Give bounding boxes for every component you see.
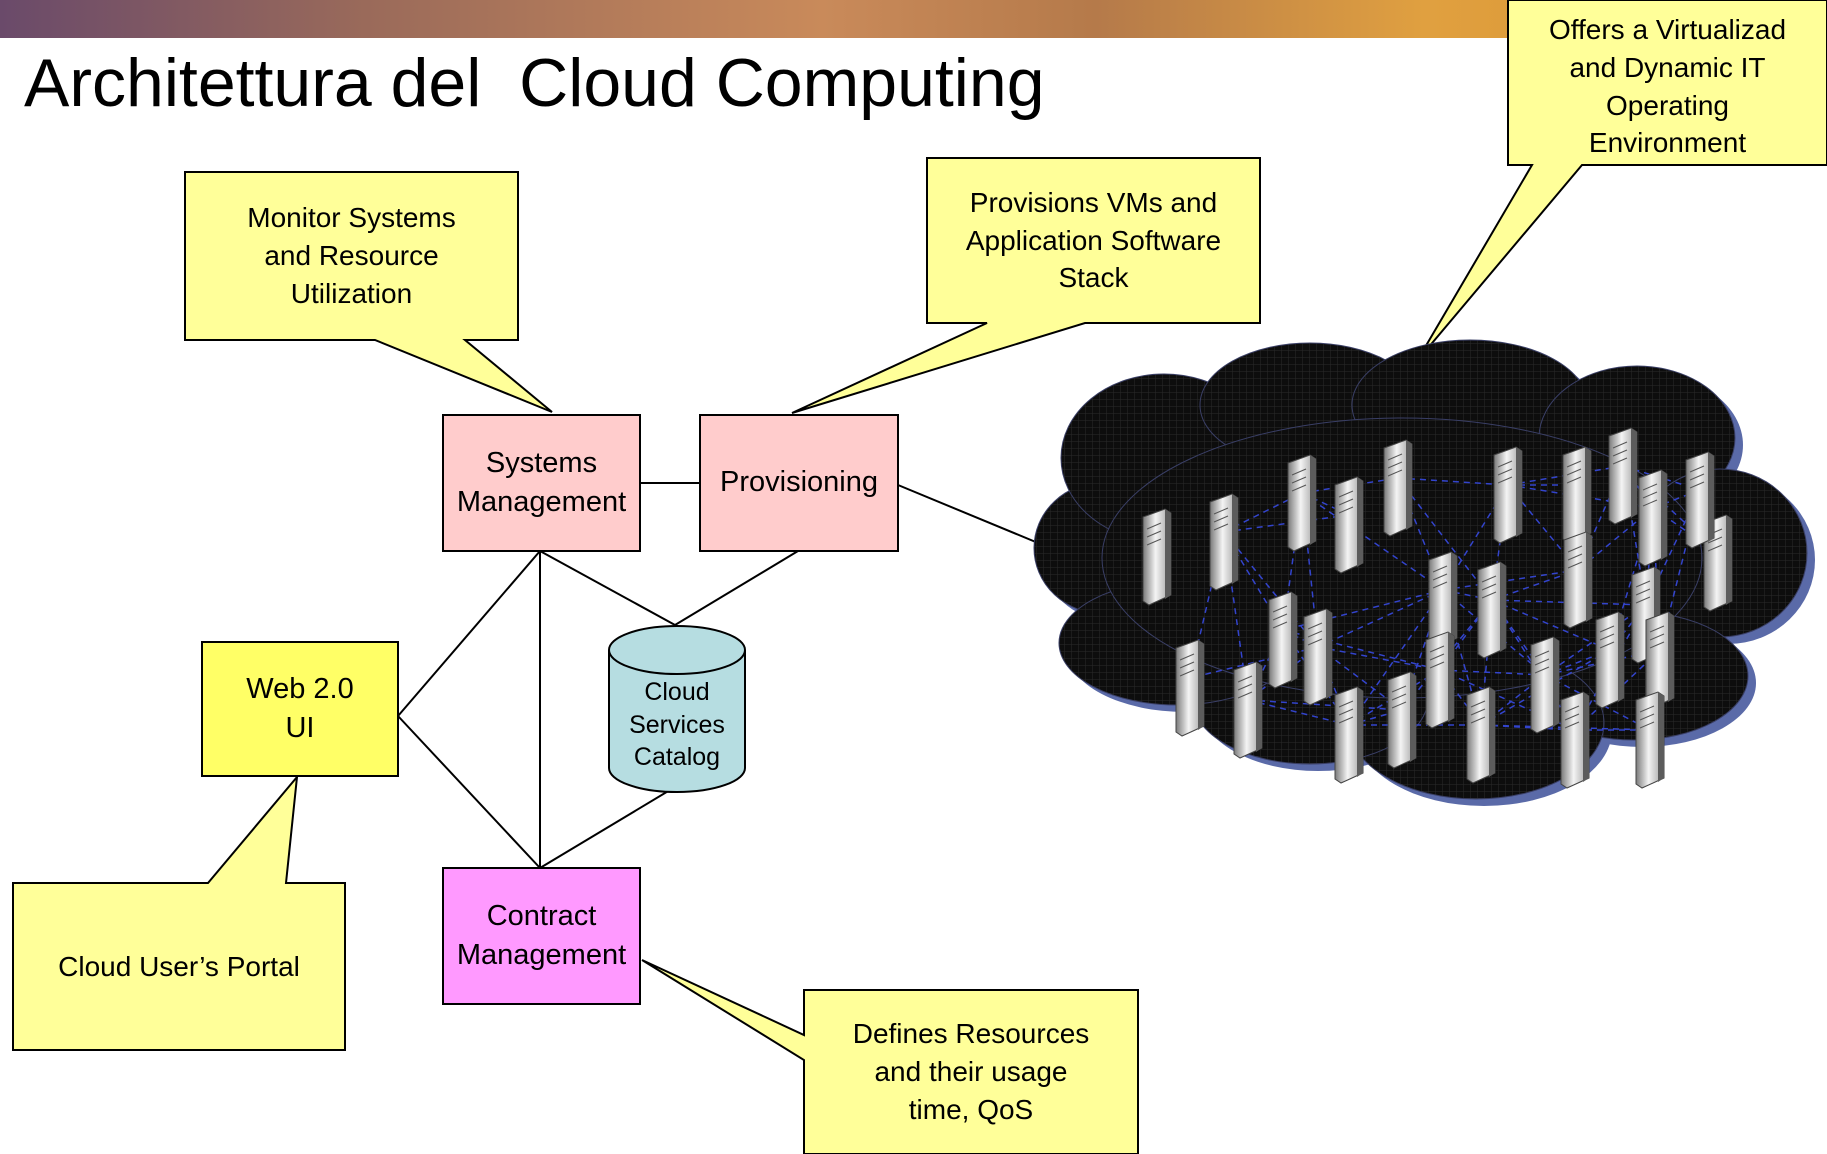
server-link xyxy=(1223,531,1284,631)
server-link xyxy=(1622,465,1654,509)
server-tower-icon xyxy=(1562,446,1592,544)
server-link xyxy=(1317,646,1441,671)
server-tower-icon xyxy=(1334,476,1364,574)
link-webui-contract xyxy=(397,715,541,869)
server-tower-icon xyxy=(1645,611,1675,709)
callout-provisions-text: Provisions VMs and Application Software … xyxy=(965,186,1222,294)
callouts xyxy=(12,0,1827,1154)
server-link xyxy=(1223,531,1319,648)
server-tower-icon xyxy=(1303,608,1333,706)
link-provisioning-cloud xyxy=(897,484,1056,551)
server-cloud xyxy=(1033,339,1815,806)
link-catalog-contract xyxy=(539,786,676,869)
server-tower-icon xyxy=(1530,636,1560,734)
server-tower-icon xyxy=(1209,493,1239,591)
server-link xyxy=(1397,477,1493,601)
catalog-top xyxy=(608,625,746,675)
callout-portal xyxy=(12,773,346,1051)
server-tower-icon xyxy=(1287,454,1317,552)
server-link xyxy=(1442,589,1493,601)
link-systems-catalog xyxy=(539,550,676,626)
server-tower-icon xyxy=(1635,691,1665,789)
server-tower-icon xyxy=(1334,686,1364,784)
web-ui-label: Web 2.0 UI xyxy=(246,672,354,744)
server-tower-icon xyxy=(1685,451,1715,549)
provisioning-box xyxy=(699,414,899,552)
server-tower-icon xyxy=(1175,639,1205,737)
server-link xyxy=(1348,589,1444,726)
server-tower-icon xyxy=(1493,446,1523,544)
callout-defines-text: Defines Resources and their usage time, … xyxy=(852,1018,1090,1125)
server-tower-icon xyxy=(1608,427,1638,525)
server-link xyxy=(1577,465,1624,571)
catalog-body xyxy=(608,650,746,793)
web-ui-box xyxy=(201,641,399,777)
link-systems-webui xyxy=(397,550,541,717)
provisioning-label: Provisioning xyxy=(720,466,878,499)
server-link xyxy=(1348,669,1441,726)
contract-management-label: Contract Management xyxy=(456,899,627,971)
systems-management-label: Systems Management xyxy=(456,446,627,518)
page-title: Architettura del Cloud Computing xyxy=(24,45,1045,121)
server-tower-icon xyxy=(1233,661,1263,759)
server-tower-icon xyxy=(1466,686,1496,784)
server-tower-icon xyxy=(1560,691,1590,789)
server-link xyxy=(1247,699,1403,711)
server-link xyxy=(1544,604,1647,676)
callout-monitor xyxy=(184,171,553,413)
contract-management-box xyxy=(442,867,641,1005)
server-tower-icon xyxy=(1477,561,1507,659)
catalog-cylinder xyxy=(608,625,746,793)
callout-provisions xyxy=(791,157,1261,414)
connector-lines xyxy=(397,482,1056,869)
callout-offers xyxy=(1416,0,1827,362)
catalog-label: Cloud Services Catalog xyxy=(629,678,725,772)
systems-management-box xyxy=(442,414,641,552)
server-group xyxy=(1142,427,1733,789)
server-tower-icon xyxy=(1383,439,1413,537)
server-tower-icon xyxy=(1425,631,1455,729)
server-tower-icon xyxy=(1595,611,1625,709)
callout-defines xyxy=(641,959,1139,1154)
callout-monitor-text: Monitor Systems and Resource Utilization xyxy=(247,202,456,309)
server-link xyxy=(1480,649,1611,726)
server-link xyxy=(1652,489,1701,509)
link-provisioning-catalog xyxy=(674,550,799,626)
server-link xyxy=(1442,569,1579,591)
server-tower-icon xyxy=(1268,591,1298,689)
server-tower-icon xyxy=(1563,531,1593,629)
callout-portal-text: Cloud User’s Portal xyxy=(58,950,300,982)
server-link xyxy=(1397,477,1509,486)
server-link xyxy=(1301,492,1350,516)
server-link xyxy=(1317,589,1444,648)
server-tower-icon xyxy=(1387,671,1417,769)
server-tower-icon xyxy=(1638,469,1668,567)
server-tower-icon xyxy=(1142,508,1172,606)
callout-offers-text: Offers a Virtualizad and Dynamic IT Oper… xyxy=(1548,13,1787,159)
